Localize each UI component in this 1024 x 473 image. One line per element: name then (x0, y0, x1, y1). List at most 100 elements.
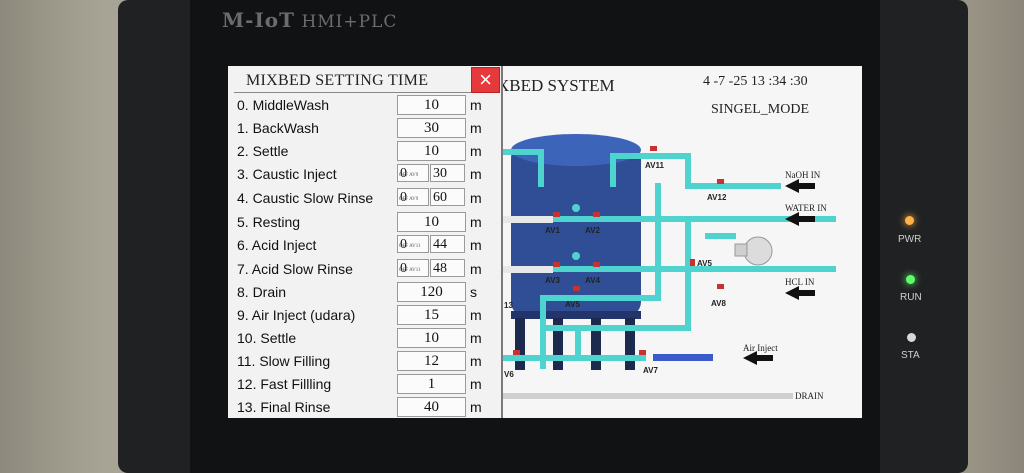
setting-label: 9. Air Inject (udara) (237, 307, 356, 323)
setting-sub-label: OFF AV9 (399, 173, 419, 178)
setting-sub-label: OFF AV9 (399, 197, 419, 202)
valve-av1-icon (553, 212, 560, 217)
setting-row: 0. MiddleWash 10 m (228, 94, 501, 116)
pipe-top-right (610, 153, 691, 189)
setting-row: 13. Final Rinse 40 m (228, 396, 501, 418)
pipe-top-left (503, 149, 544, 187)
sta-led (907, 333, 916, 342)
valve-av12[interactable]: AV12 (707, 193, 727, 202)
setting-label: 3. Caustic Inject (237, 166, 337, 182)
valve-v6-icon (513, 350, 520, 355)
setting-unit: m (470, 399, 482, 415)
valve-av11-icon (650, 146, 657, 151)
setting-unit: m (470, 214, 482, 230)
valve-av4[interactable]: AV4 (585, 276, 600, 285)
air-inject-pipe (653, 354, 713, 361)
inlet-arrows (743, 179, 815, 365)
hcl-in-label: HCL IN (785, 277, 815, 287)
setting-value-field-b[interactable]: 60 (430, 188, 465, 206)
setting-sub-label: OFF AV11 (399, 244, 421, 249)
distributor-bottom (572, 252, 580, 260)
setting-value-field[interactable]: 10 (397, 95, 466, 115)
valve-av2[interactable]: AV2 (585, 226, 600, 235)
valve-av11[interactable]: AV11 (645, 161, 664, 170)
setting-value-field-b[interactable]: 30 (430, 164, 465, 182)
setting-label: 10. Settle (237, 330, 297, 346)
datetime-display: 4 -7 -25 13 :34 :30 (703, 74, 808, 89)
air-inject-label: Air Inject (743, 343, 778, 353)
hmi-screen: XBED SYSTEM 4 -7 -25 13 :34 :30 SINGEL_M… (228, 66, 862, 418)
pump-motor (734, 243, 748, 257)
setting-label: 2. Settle (237, 143, 289, 159)
tank-base (511, 311, 641, 319)
pwr-label: PWR (898, 234, 922, 245)
setting-value-field[interactable]: 10 (397, 141, 466, 161)
valve-13[interactable]: 13 (504, 301, 513, 310)
valve-av4-icon (593, 262, 600, 267)
valve-v6[interactable]: V6 (504, 370, 514, 379)
pipe-lower (540, 288, 691, 331)
valve-av5b[interactable]: AV5 (697, 259, 712, 268)
setting-value-field[interactable]: 15 (397, 305, 466, 325)
setting-label: 12. Fast Fillling (237, 376, 332, 392)
setting-row: 5. Resting 10 m (228, 211, 501, 233)
setting-unit: m (470, 261, 482, 277)
setting-row: 12. Fast Fillling 1 m (228, 373, 501, 395)
setting-time-panel: MIXBED SETTING TIME × 0. MiddleWash 10 m… (228, 66, 503, 418)
setting-value-field[interactable]: 10 (397, 328, 466, 348)
pipe-white-top (503, 216, 553, 223)
pipe-drain-loop (540, 183, 661, 369)
setting-label: 7. Acid Slow Rinse (237, 261, 353, 277)
setting-value-field-b[interactable]: 48 (430, 259, 465, 277)
valve-av12-icon (717, 179, 724, 184)
setting-value-field[interactable]: 12 (397, 351, 466, 371)
setting-row: 1. BackWash 30 m (228, 117, 501, 139)
tank-leg (625, 318, 635, 370)
pump-icon (743, 236, 773, 266)
setting-row: 8. Drain 120 s (228, 281, 501, 303)
setting-label: 6. Acid Inject (237, 237, 317, 253)
setting-label: 0. MiddleWash (237, 97, 330, 113)
mode-indicator: SINGEL_MODE (711, 102, 809, 117)
valve-av7-icon (639, 350, 646, 355)
valve-av5[interactable]: AV5 (565, 300, 580, 309)
setting-value-field[interactable]: 120 (397, 282, 466, 302)
setting-unit: m (470, 97, 482, 113)
tank-leg (591, 318, 601, 370)
setting-value-field[interactable]: 10 (397, 212, 466, 232)
arrow-naoh (785, 179, 815, 193)
valve-av8[interactable]: AV8 (711, 299, 726, 308)
valve-av5b-icon (690, 259, 695, 266)
arrow-air (743, 351, 773, 365)
setting-value-field-b[interactable]: 44 (430, 235, 465, 253)
arrow-hcl (785, 286, 815, 300)
setting-unit: m (470, 330, 482, 346)
setting-value-field[interactable]: 30 (397, 118, 466, 138)
title-divider (234, 92, 472, 93)
setting-label: 11. Slow Filling (237, 353, 331, 369)
run-label: RUN (900, 292, 922, 303)
valve-av3[interactable]: AV3 (545, 276, 560, 285)
valve-group (513, 146, 724, 355)
setting-value-field[interactable]: 1 (397, 374, 466, 394)
setting-unit: m (470, 307, 482, 323)
valve-av1[interactable]: AV1 (545, 226, 560, 235)
close-button[interactable]: × (471, 67, 500, 93)
water-in-label: WATER IN (785, 203, 827, 213)
valve-av5-icon (573, 286, 580, 291)
setting-value-field[interactable]: 40 (397, 397, 466, 417)
system-title: XBED SYSTEM (497, 76, 615, 95)
valve-av7[interactable]: AV7 (643, 366, 658, 375)
process-diagram-svg (503, 134, 836, 399)
